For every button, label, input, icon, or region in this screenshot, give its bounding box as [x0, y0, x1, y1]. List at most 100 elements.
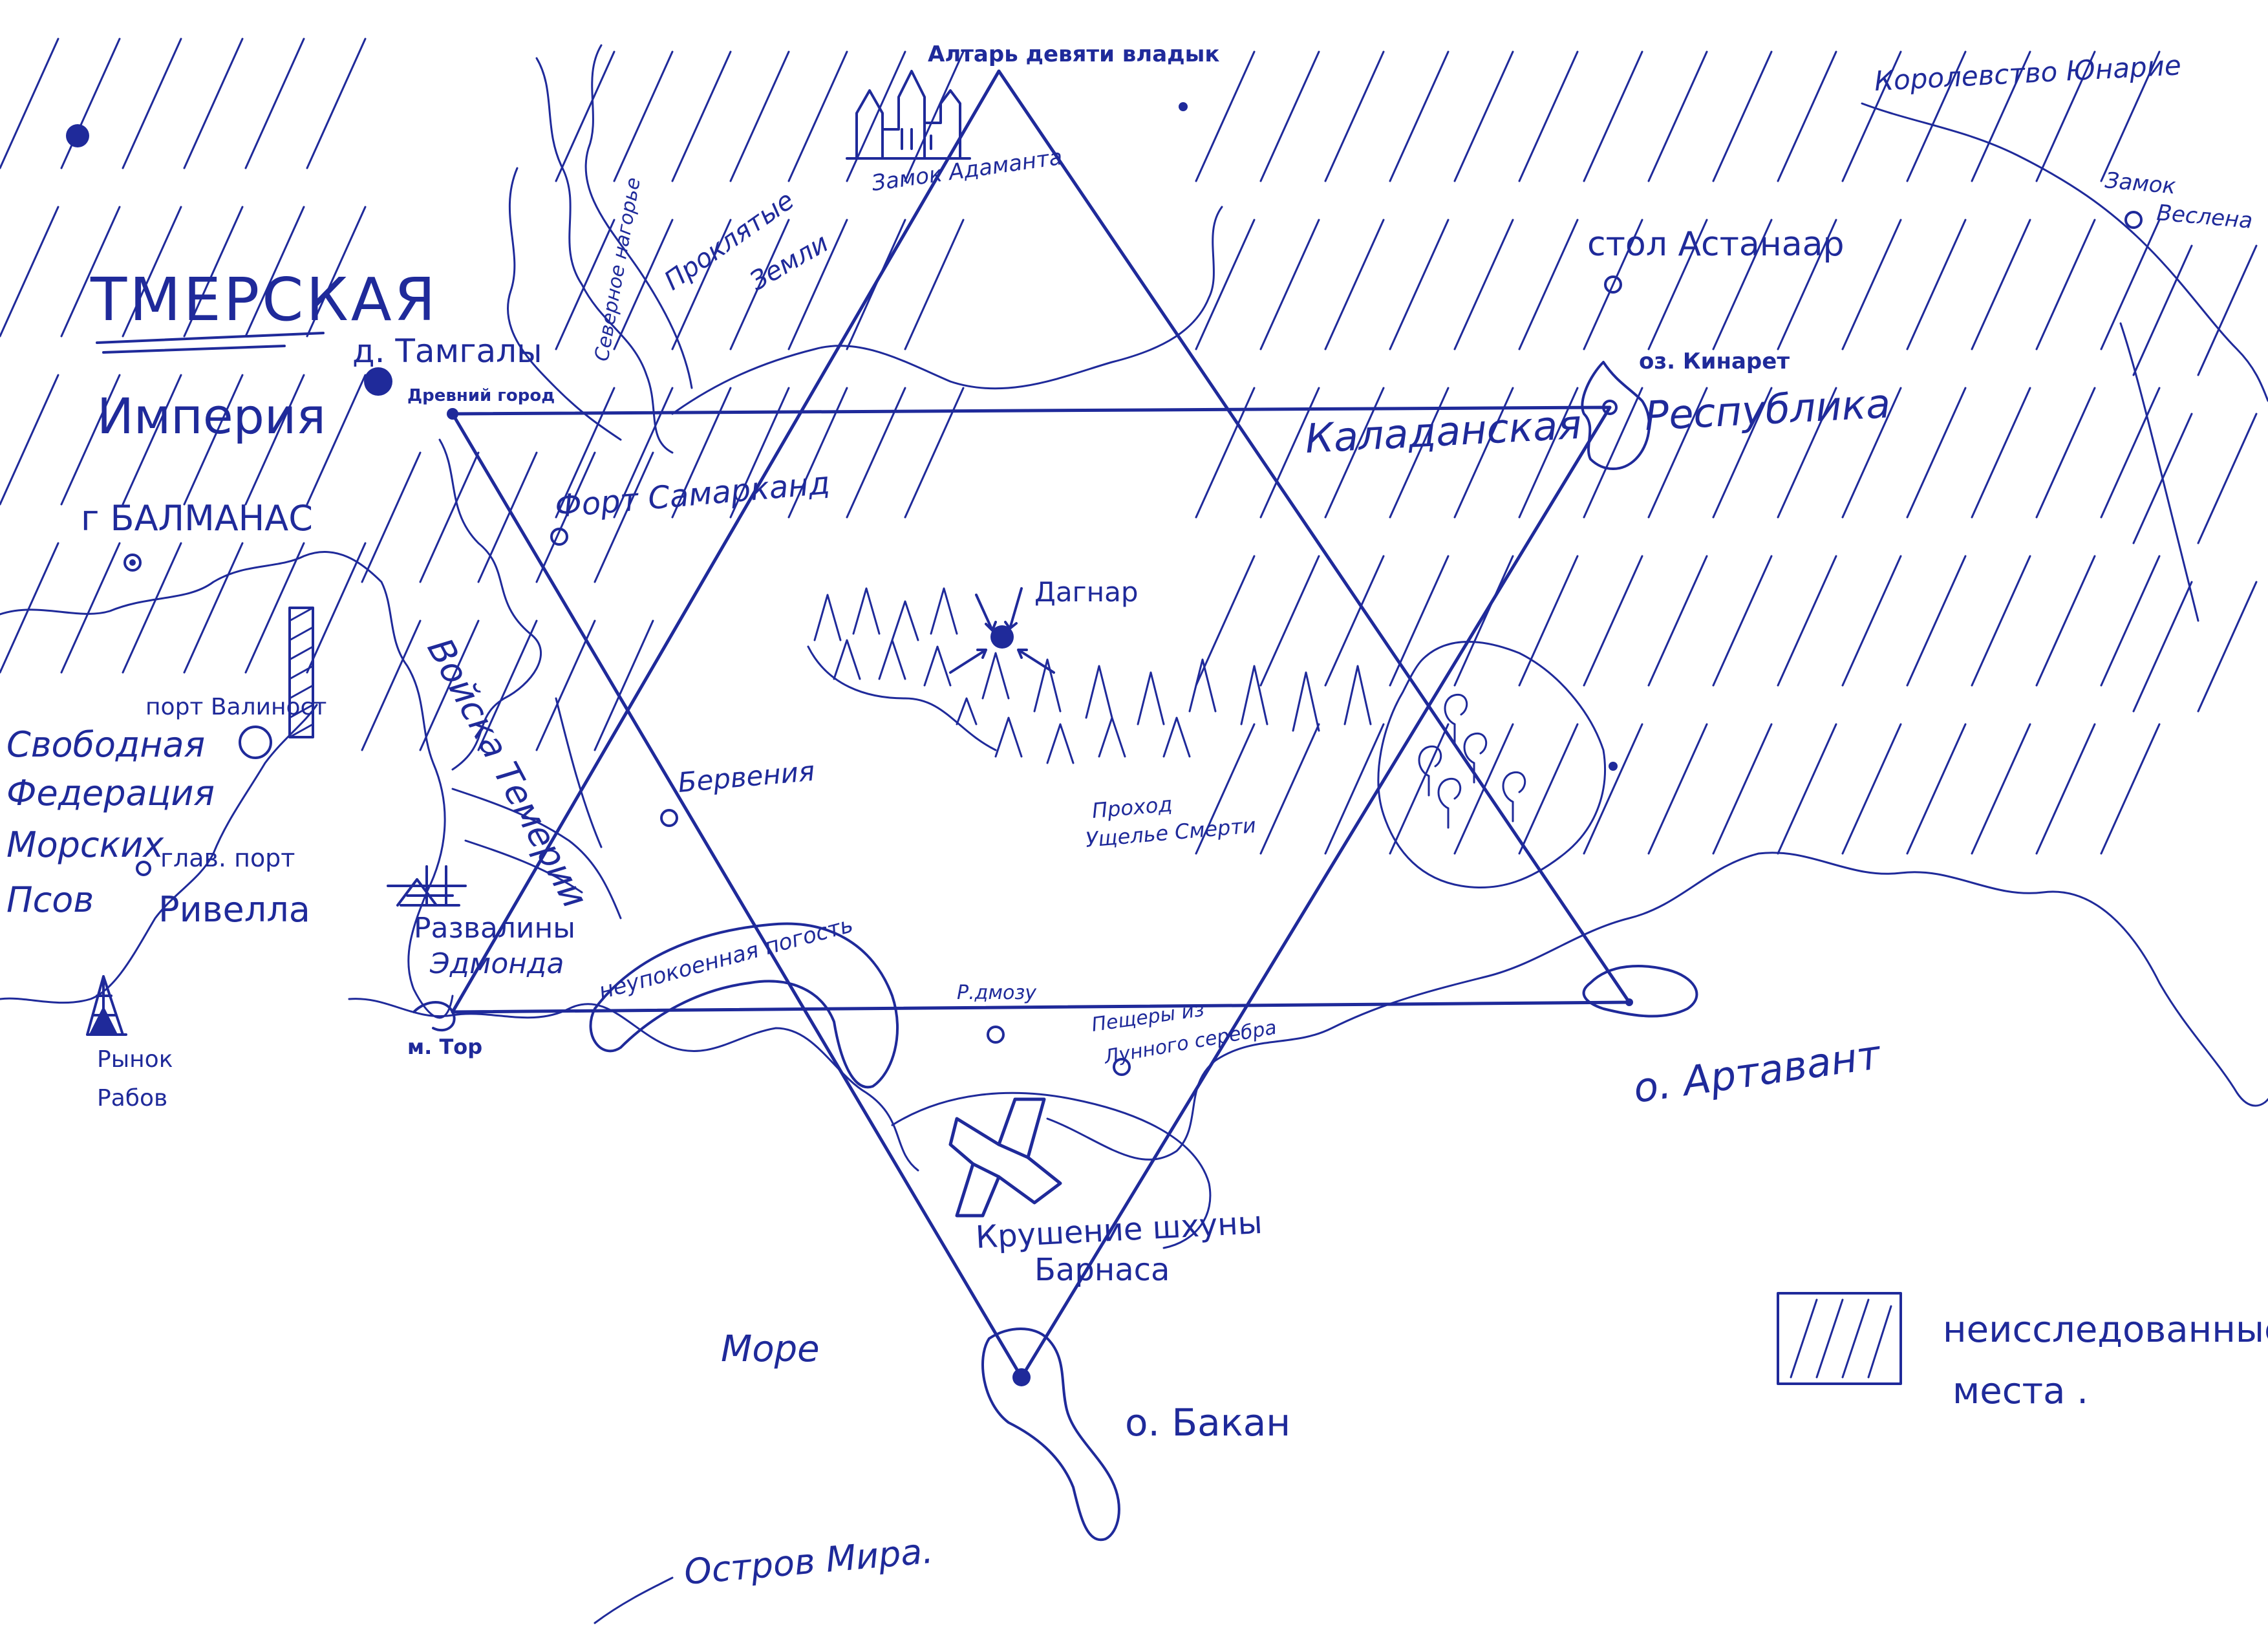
hatch-stroke — [535, 619, 596, 751]
label-main-port: глав. порт — [160, 844, 295, 872]
kinaret-marker — [1602, 400, 1618, 415]
label-artavant: о. Артавант — [1631, 1031, 1885, 1112]
label-empire-2: Империя — [97, 387, 326, 445]
hatch-stroke — [244, 542, 305, 674]
forest-trees — [1418, 693, 1526, 829]
hatch-stroke — [306, 206, 367, 338]
hatch-stroke — [1712, 387, 1773, 519]
hatch-stroke — [1389, 723, 1450, 855]
veslena-marker — [2124, 211, 2143, 229]
label-tamgaly: д. Тамгалы — [352, 332, 542, 370]
hatch-stroke — [1518, 50, 1579, 182]
highlands-ridge — [506, 167, 622, 441]
legend-hatch — [1790, 1298, 1892, 1379]
cursed-lands-boundary — [671, 206, 1223, 415]
label-graveyard: неупокоенная погость — [596, 912, 856, 1005]
label-ruins-2: Эдмонда — [429, 947, 564, 980]
hatch-stroke — [477, 619, 538, 751]
graveyard-region — [589, 922, 899, 1089]
hatch-stroke — [1712, 555, 1773, 687]
hatch-stroke — [1195, 723, 1256, 855]
hatch-stroke — [1971, 387, 2031, 519]
label-shipwreck-2: Барнаса — [1034, 1252, 1170, 1288]
hatch-stroke — [1712, 723, 1773, 855]
label-veslena-2: Веслена — [2156, 200, 2254, 234]
hatch-stroke — [0, 206, 59, 338]
hatch-stroke — [419, 451, 480, 583]
label-mira: Остров Мира. — [683, 1531, 935, 1593]
river-north — [535, 57, 674, 454]
hatch-stroke — [1777, 387, 1837, 519]
triangle-down — [451, 405, 1612, 1379]
tamgaly-marker — [364, 367, 392, 396]
label-ruins-1: Развалины — [414, 912, 575, 945]
hatch-stroke — [613, 387, 674, 519]
hatch-stroke — [1518, 387, 1579, 519]
coastline-west — [0, 551, 454, 1019]
river-north-bank — [584, 44, 693, 389]
hatch-stroke — [555, 387, 615, 519]
legend-swatch — [1777, 1292, 1902, 1385]
hatch-stroke — [1389, 555, 1450, 687]
hatch-stroke — [1583, 50, 1643, 182]
forest-east-dot — [1609, 762, 1618, 771]
hatch-stroke — [1647, 50, 1708, 182]
hatch-stroke — [1453, 555, 1514, 687]
hatch-stroke — [1712, 219, 1773, 350]
bakan-marker — [1012, 1368, 1031, 1386]
label-shipwreck-1: Крушение шхуны — [975, 1205, 1263, 1256]
army-arrows — [451, 697, 622, 919]
hatch-stroke — [1324, 219, 1385, 350]
hatch-stroke — [1906, 555, 1967, 687]
label-pass-1: Проход — [1091, 791, 1173, 823]
label-bakan: о. Бакан — [1125, 1401, 1290, 1445]
hatch-stroke — [2035, 219, 2096, 350]
hatch-stroke — [594, 451, 654, 583]
hatch-stroke — [1971, 723, 2031, 855]
label-sea: Море — [721, 1328, 820, 1370]
artavant-marker — [1625, 998, 1633, 1006]
dagnar-marker — [990, 625, 1014, 649]
hatch-stroke — [555, 219, 615, 350]
label-valinost: порт Валиност — [145, 694, 326, 720]
forest-boundary — [1377, 641, 1606, 888]
dmozu-marker — [987, 1026, 1005, 1044]
hatch-stroke — [2100, 387, 2161, 519]
hatch-stroke — [1195, 219, 1256, 350]
empire-underline — [96, 332, 325, 354]
hatch-stroke — [671, 50, 732, 182]
hexagram — [451, 69, 1631, 1379]
hatch-stroke — [244, 38, 305, 169]
label-altar: Алтарь девяти владык — [928, 41, 1219, 67]
hatch-stroke — [1906, 219, 1967, 350]
label-empire-1: ТМЕРСКАЯ — [90, 265, 438, 334]
label-dmozu: Р.дмозу — [957, 982, 1037, 1004]
hatch-stroke — [361, 619, 422, 751]
hatch-stroke — [594, 619, 654, 751]
hatch-stroke — [613, 219, 674, 350]
hatch-stroke — [477, 451, 538, 583]
island-artavant — [1582, 965, 1698, 1018]
unexplored-hatching — [0, 38, 2258, 855]
hatch-stroke — [555, 50, 615, 182]
hatch-stroke — [1647, 219, 1708, 350]
hatch-stroke — [2035, 387, 2096, 519]
slave-market-icon — [86, 975, 127, 1036]
hatch-stroke — [306, 38, 367, 169]
hatch-stroke — [122, 374, 182, 506]
label-kinaret: оз. Кинарет — [1639, 349, 1790, 374]
hatch-stroke — [535, 451, 596, 583]
hatch-stroke — [306, 542, 367, 674]
hatch-stroke — [1195, 555, 1256, 687]
hatch-stroke — [1647, 387, 1708, 519]
hatch-stroke — [1841, 219, 1902, 350]
label-dagnar: Дагнар — [1034, 576, 1138, 608]
ancient-city-marker — [447, 408, 458, 420]
hatch-stroke — [904, 219, 965, 350]
hatch-stroke — [1971, 555, 2031, 687]
hatch-stroke — [183, 542, 244, 674]
hatch-stroke — [1453, 219, 1514, 350]
label-federation-2: Федерация — [6, 773, 215, 813]
hatch-stroke — [1195, 50, 1256, 182]
